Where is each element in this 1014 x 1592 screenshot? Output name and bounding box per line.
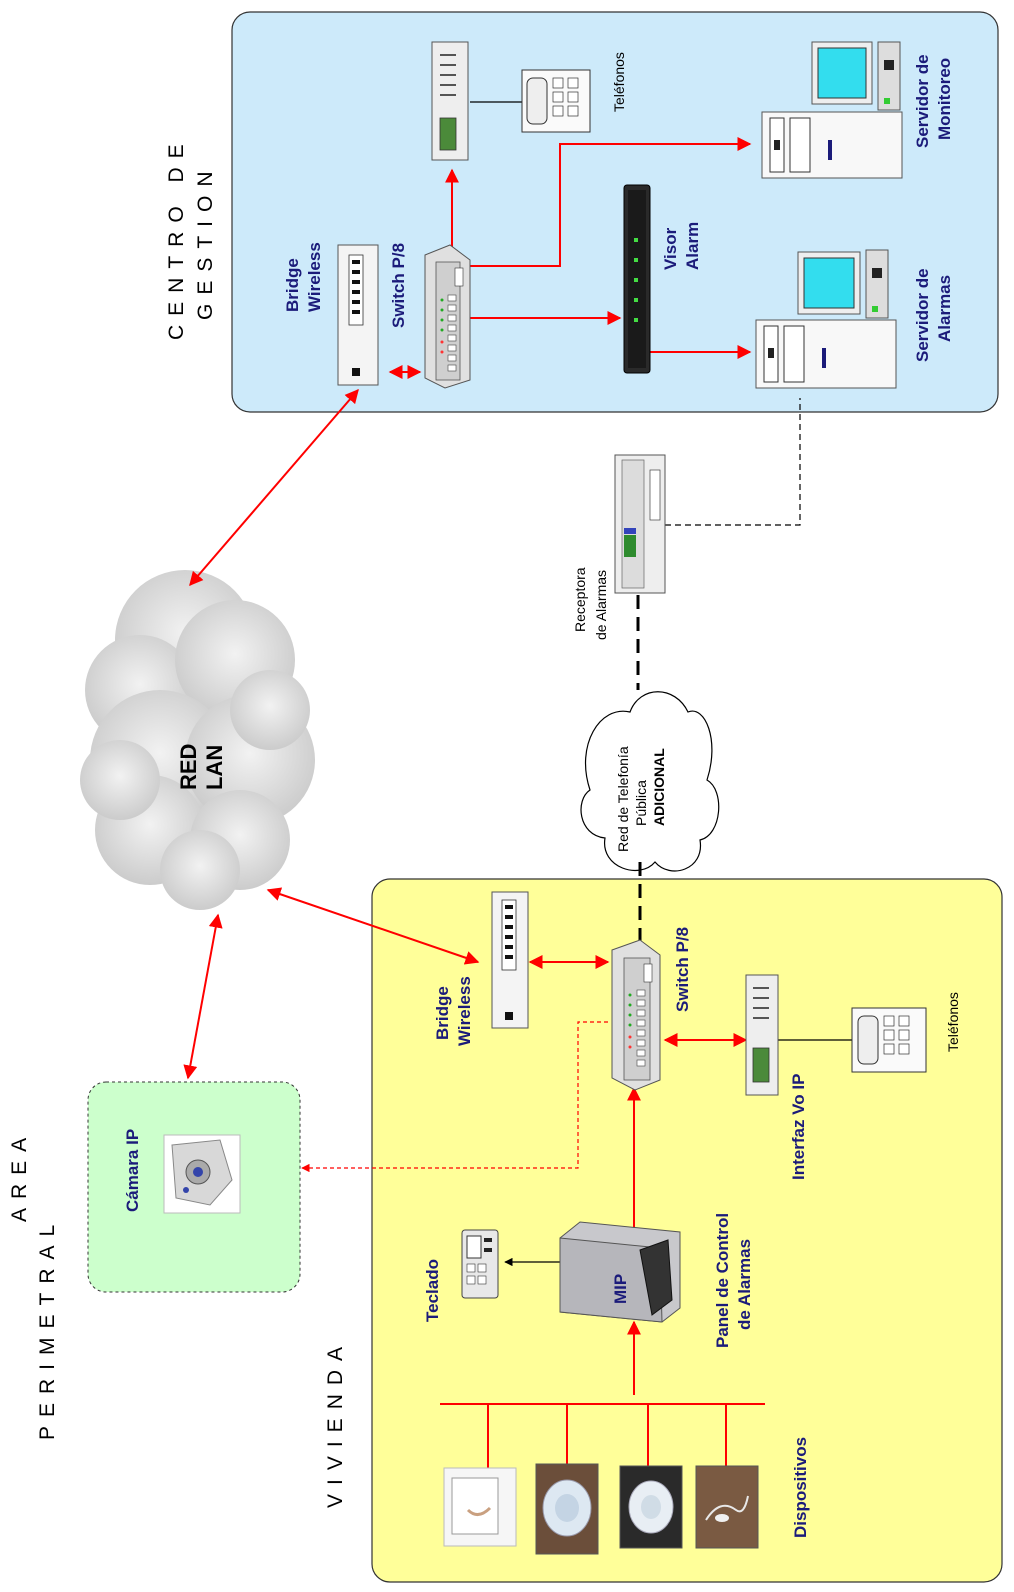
servidor-monitoreo-label-1: Servidor de [913, 54, 932, 148]
sensor-device-1 [443, 1467, 517, 1547]
centro-bridge-label-1: Bridge [283, 258, 302, 312]
vivienda-bridge-device [491, 891, 529, 1029]
area-zone-label-1: AREA [8, 1129, 31, 1222]
phone-wires [470, 101, 852, 1267]
red-lan-label-1: RED [176, 744, 201, 790]
servidor-monitoreo-device [761, 41, 903, 179]
pstn-cloud: Red de Telefonía Pública ADICIONAL [580, 691, 720, 872]
smoke-detector-device [535, 1463, 599, 1555]
interfaz-voip-label: Interfaz Vo IP [789, 1074, 808, 1180]
servidor-monitoreo-label-2: Monitoreo [935, 58, 954, 140]
centro-switch-label: Switch P/8 [389, 243, 408, 328]
visor-alarm-label-2: Alarm [683, 222, 702, 270]
dispositivos-label: Dispositivos [791, 1437, 810, 1538]
servidor-alarmas-label-1: Servidor de [913, 268, 932, 362]
centro-zone-label-2: GESTION [194, 162, 217, 320]
centro-switch-device [424, 244, 471, 389]
camara-ip-device [163, 1134, 241, 1214]
vivienda-telefonos-label: Teléfonos [945, 992, 961, 1052]
vivienda-bridge-label-2: Wireless [455, 976, 474, 1046]
centro-zone-label-1: CENTRO DE [165, 135, 188, 340]
centro-phone-icon [521, 69, 591, 133]
pstn-label-1: Red de Telefonía [615, 746, 631, 852]
vivienda-zone-label: VIVIENDA [324, 1338, 347, 1508]
panel-control-label-1: Panel de Control [713, 1213, 732, 1348]
heat-detector-device [619, 1465, 683, 1549]
teclado-label: Teclado [423, 1259, 442, 1322]
magnetic-contact-device [695, 1465, 759, 1549]
network-links [183, 137, 765, 1468]
centro-bridge-label-2: Wireless [305, 242, 324, 312]
phone-line-links [636, 398, 801, 942]
pstn-label-2: Pública [633, 780, 649, 826]
servidor-alarmas-device [755, 249, 897, 389]
vivienda-switch-label: Switch P/8 [673, 927, 692, 1012]
receptora-label-2: de Alarmas [593, 570, 609, 640]
camara-ip-label: Cámara IP [123, 1129, 142, 1212]
mip-label: MIP [611, 1274, 630, 1304]
visor-alarm-device [623, 184, 651, 374]
mip-panel-device [559, 1221, 681, 1323]
area-zone-label-2: PERIMETRAL [36, 1216, 59, 1440]
vivienda-phone-icon [851, 1007, 927, 1073]
centro-telefonos-label: Teléfonos [611, 52, 627, 112]
panel-control-label-2: de Alarmas [735, 1239, 754, 1330]
vivienda-switch-device [611, 939, 661, 1091]
centro-voip-device [431, 41, 469, 161]
servidor-alarmas-label-2: Alarmas [935, 275, 954, 342]
interfaz-voip-device [745, 974, 779, 1096]
receptora-label-1: Receptora [572, 567, 588, 632]
centro-bridge-device [337, 244, 379, 386]
pstn-label-3: ADICIONAL [651, 748, 667, 826]
red-lan-label-2: LAN [202, 745, 227, 790]
receptora-alarmas-device [614, 454, 666, 594]
red-lan-cloud: RED LAN [80, 570, 315, 910]
teclado-device [461, 1229, 499, 1299]
vivienda-bridge-label-1: Bridge [433, 986, 452, 1040]
visor-alarm-label-1: Visor [661, 227, 680, 270]
vivienda-zone [371, 878, 1003, 1583]
